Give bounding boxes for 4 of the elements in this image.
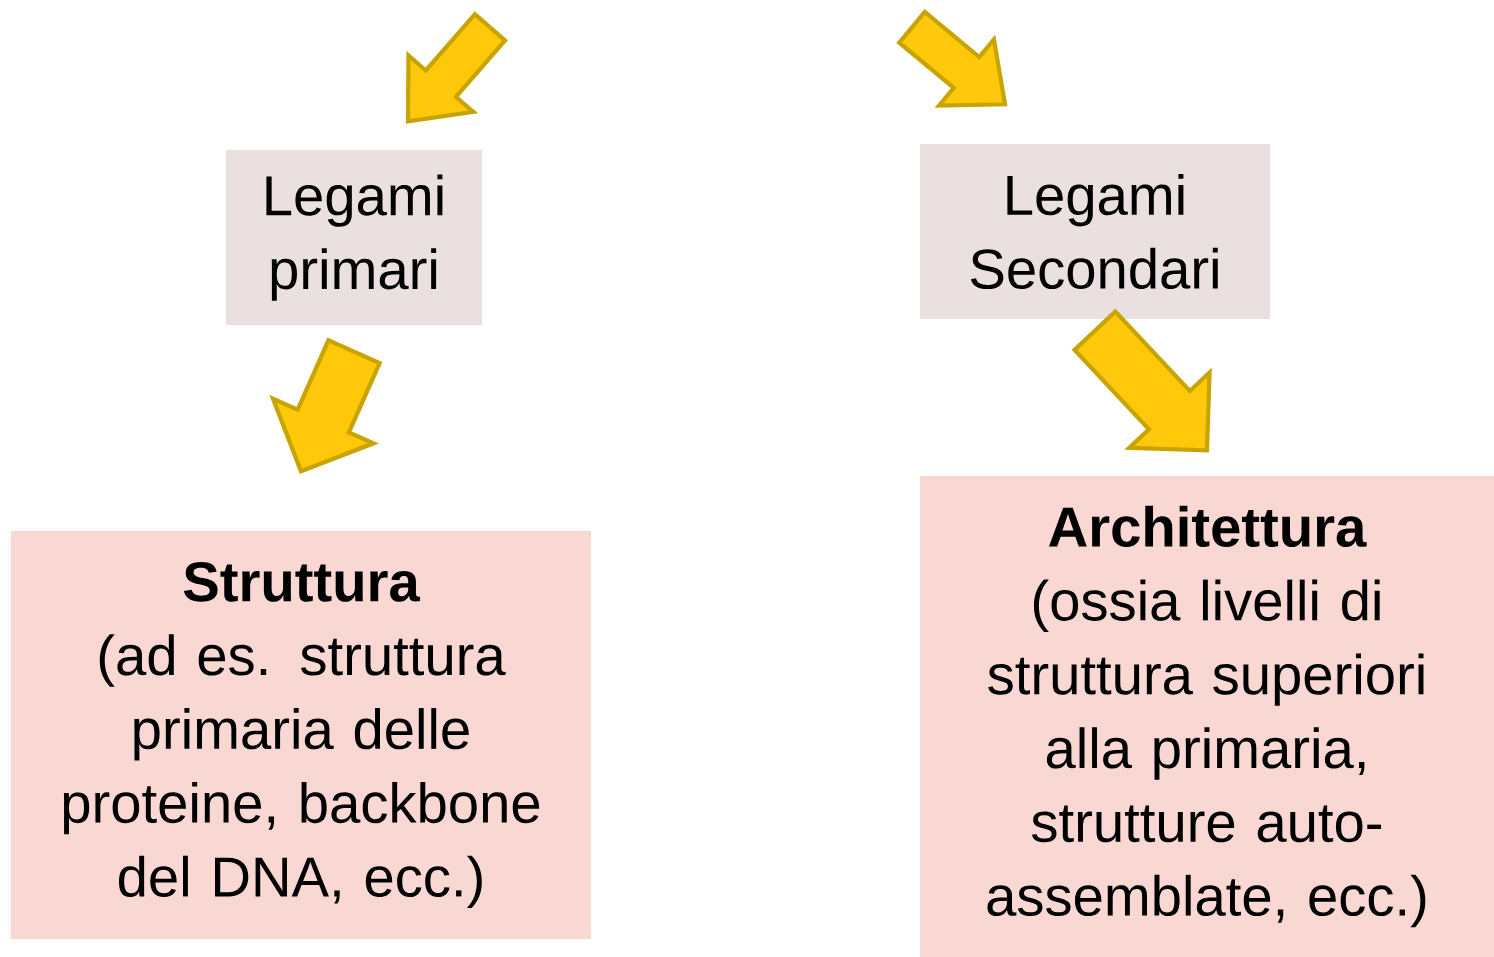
result-box: Architettura (ossia livelli di struttura superiori alla primaria, strutture auto-assemblate, ecc.) [920,476,1494,957]
category-box: Legami Secondari [920,144,1270,319]
category-box: Legami primari [226,150,482,325]
result-box: Struttura (ad es. struttura primaria delle proteine, backbone del DNA, ecc.) [11,531,591,939]
